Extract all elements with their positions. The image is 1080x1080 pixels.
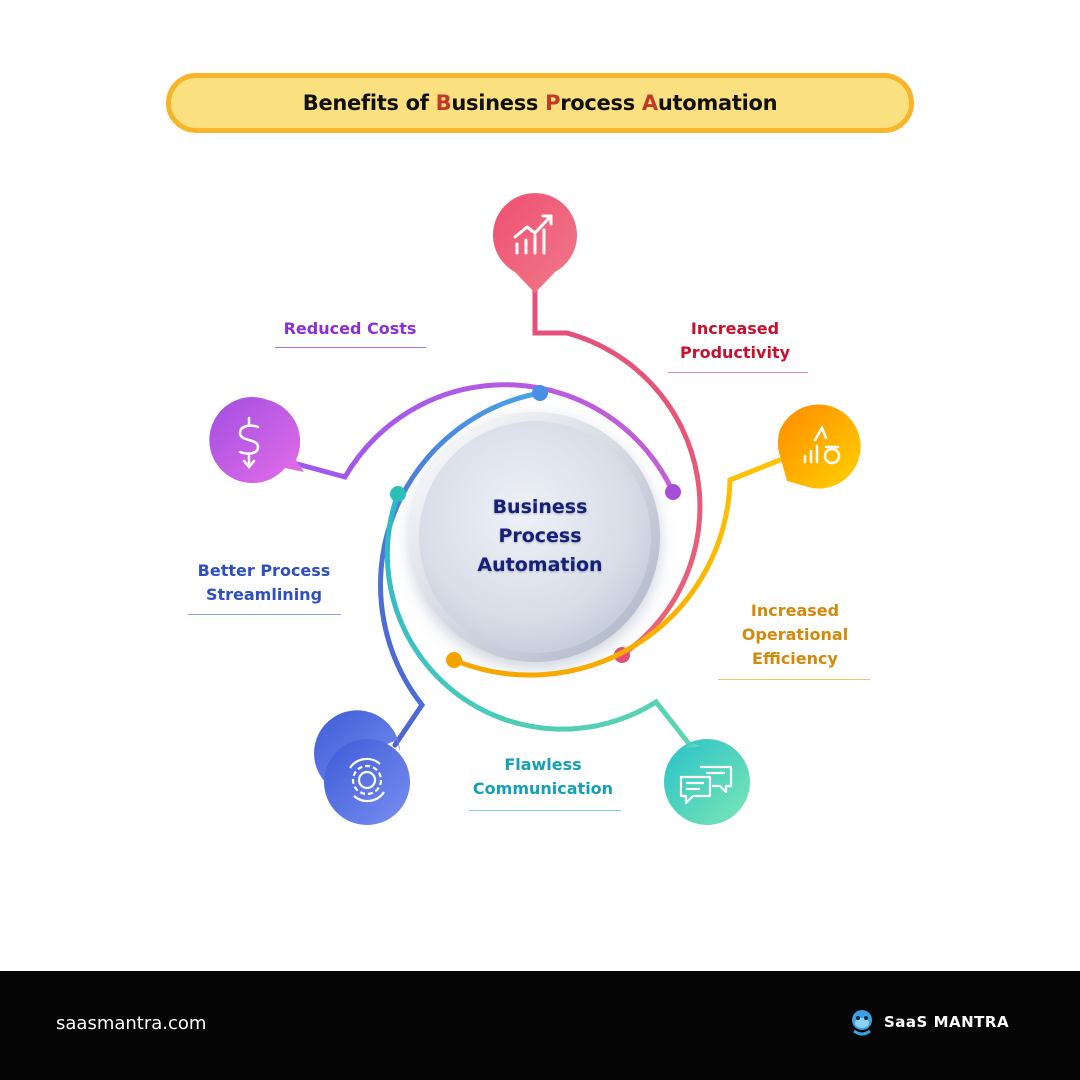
footer-bar: saasmantra.com SaaS MANTRA bbox=[0, 971, 1080, 1080]
growth-chart-icon bbox=[513, 214, 553, 255]
reduced-costs-label: Reduced Costs bbox=[283, 319, 417, 338]
efficiency-gear-icon bbox=[803, 425, 841, 465]
reduced-costs-connector bbox=[287, 382, 681, 500]
chat-bubbles-icon bbox=[679, 765, 733, 805]
center-line-2: Process bbox=[498, 525, 582, 547]
streamlining-label: Better Process Streamlining bbox=[197, 561, 331, 604]
streamlining-pin bbox=[314, 710, 410, 825]
efficiency-label: Increased Operational Efficiency bbox=[741, 601, 849, 668]
title-text: Benefits of Business Process Automation bbox=[302, 91, 778, 115]
communication-connector bbox=[384, 486, 693, 748]
brand-name: SaaS MANTRA bbox=[884, 1013, 1010, 1031]
process-gear-icon bbox=[349, 757, 385, 803]
center-circle bbox=[410, 412, 660, 662]
reduced-costs-underline bbox=[275, 347, 426, 348]
center-line-1: Business bbox=[492, 496, 588, 518]
productivity-underline bbox=[668, 372, 808, 373]
communication-pin bbox=[664, 739, 750, 825]
reduced-costs-pin bbox=[209, 397, 304, 484]
website-link[interactable]: saasmantra.com bbox=[56, 1013, 207, 1034]
productivity-pin bbox=[492, 193, 577, 293]
benefits-diagram bbox=[209, 193, 861, 825]
title-banner: Benefits of Business Process Automation bbox=[166, 73, 914, 133]
mascot-icon bbox=[852, 1010, 872, 1036]
efficiency-underline bbox=[718, 679, 870, 680]
efficiency-pin bbox=[777, 404, 861, 489]
efficiency-connector bbox=[446, 455, 788, 678]
streamlining-underline bbox=[188, 614, 341, 615]
brand-logo: SaaS MANTRA bbox=[848, 1007, 1009, 1037]
center-title: Business Process Automation bbox=[430, 493, 650, 580]
dollar-down-icon bbox=[238, 416, 260, 469]
communication-underline bbox=[469, 810, 621, 811]
communication-label: Flawless Communication bbox=[472, 755, 614, 798]
center-line-3: Automation bbox=[477, 554, 603, 576]
productivity-label: Increased Productivity bbox=[679, 319, 791, 362]
